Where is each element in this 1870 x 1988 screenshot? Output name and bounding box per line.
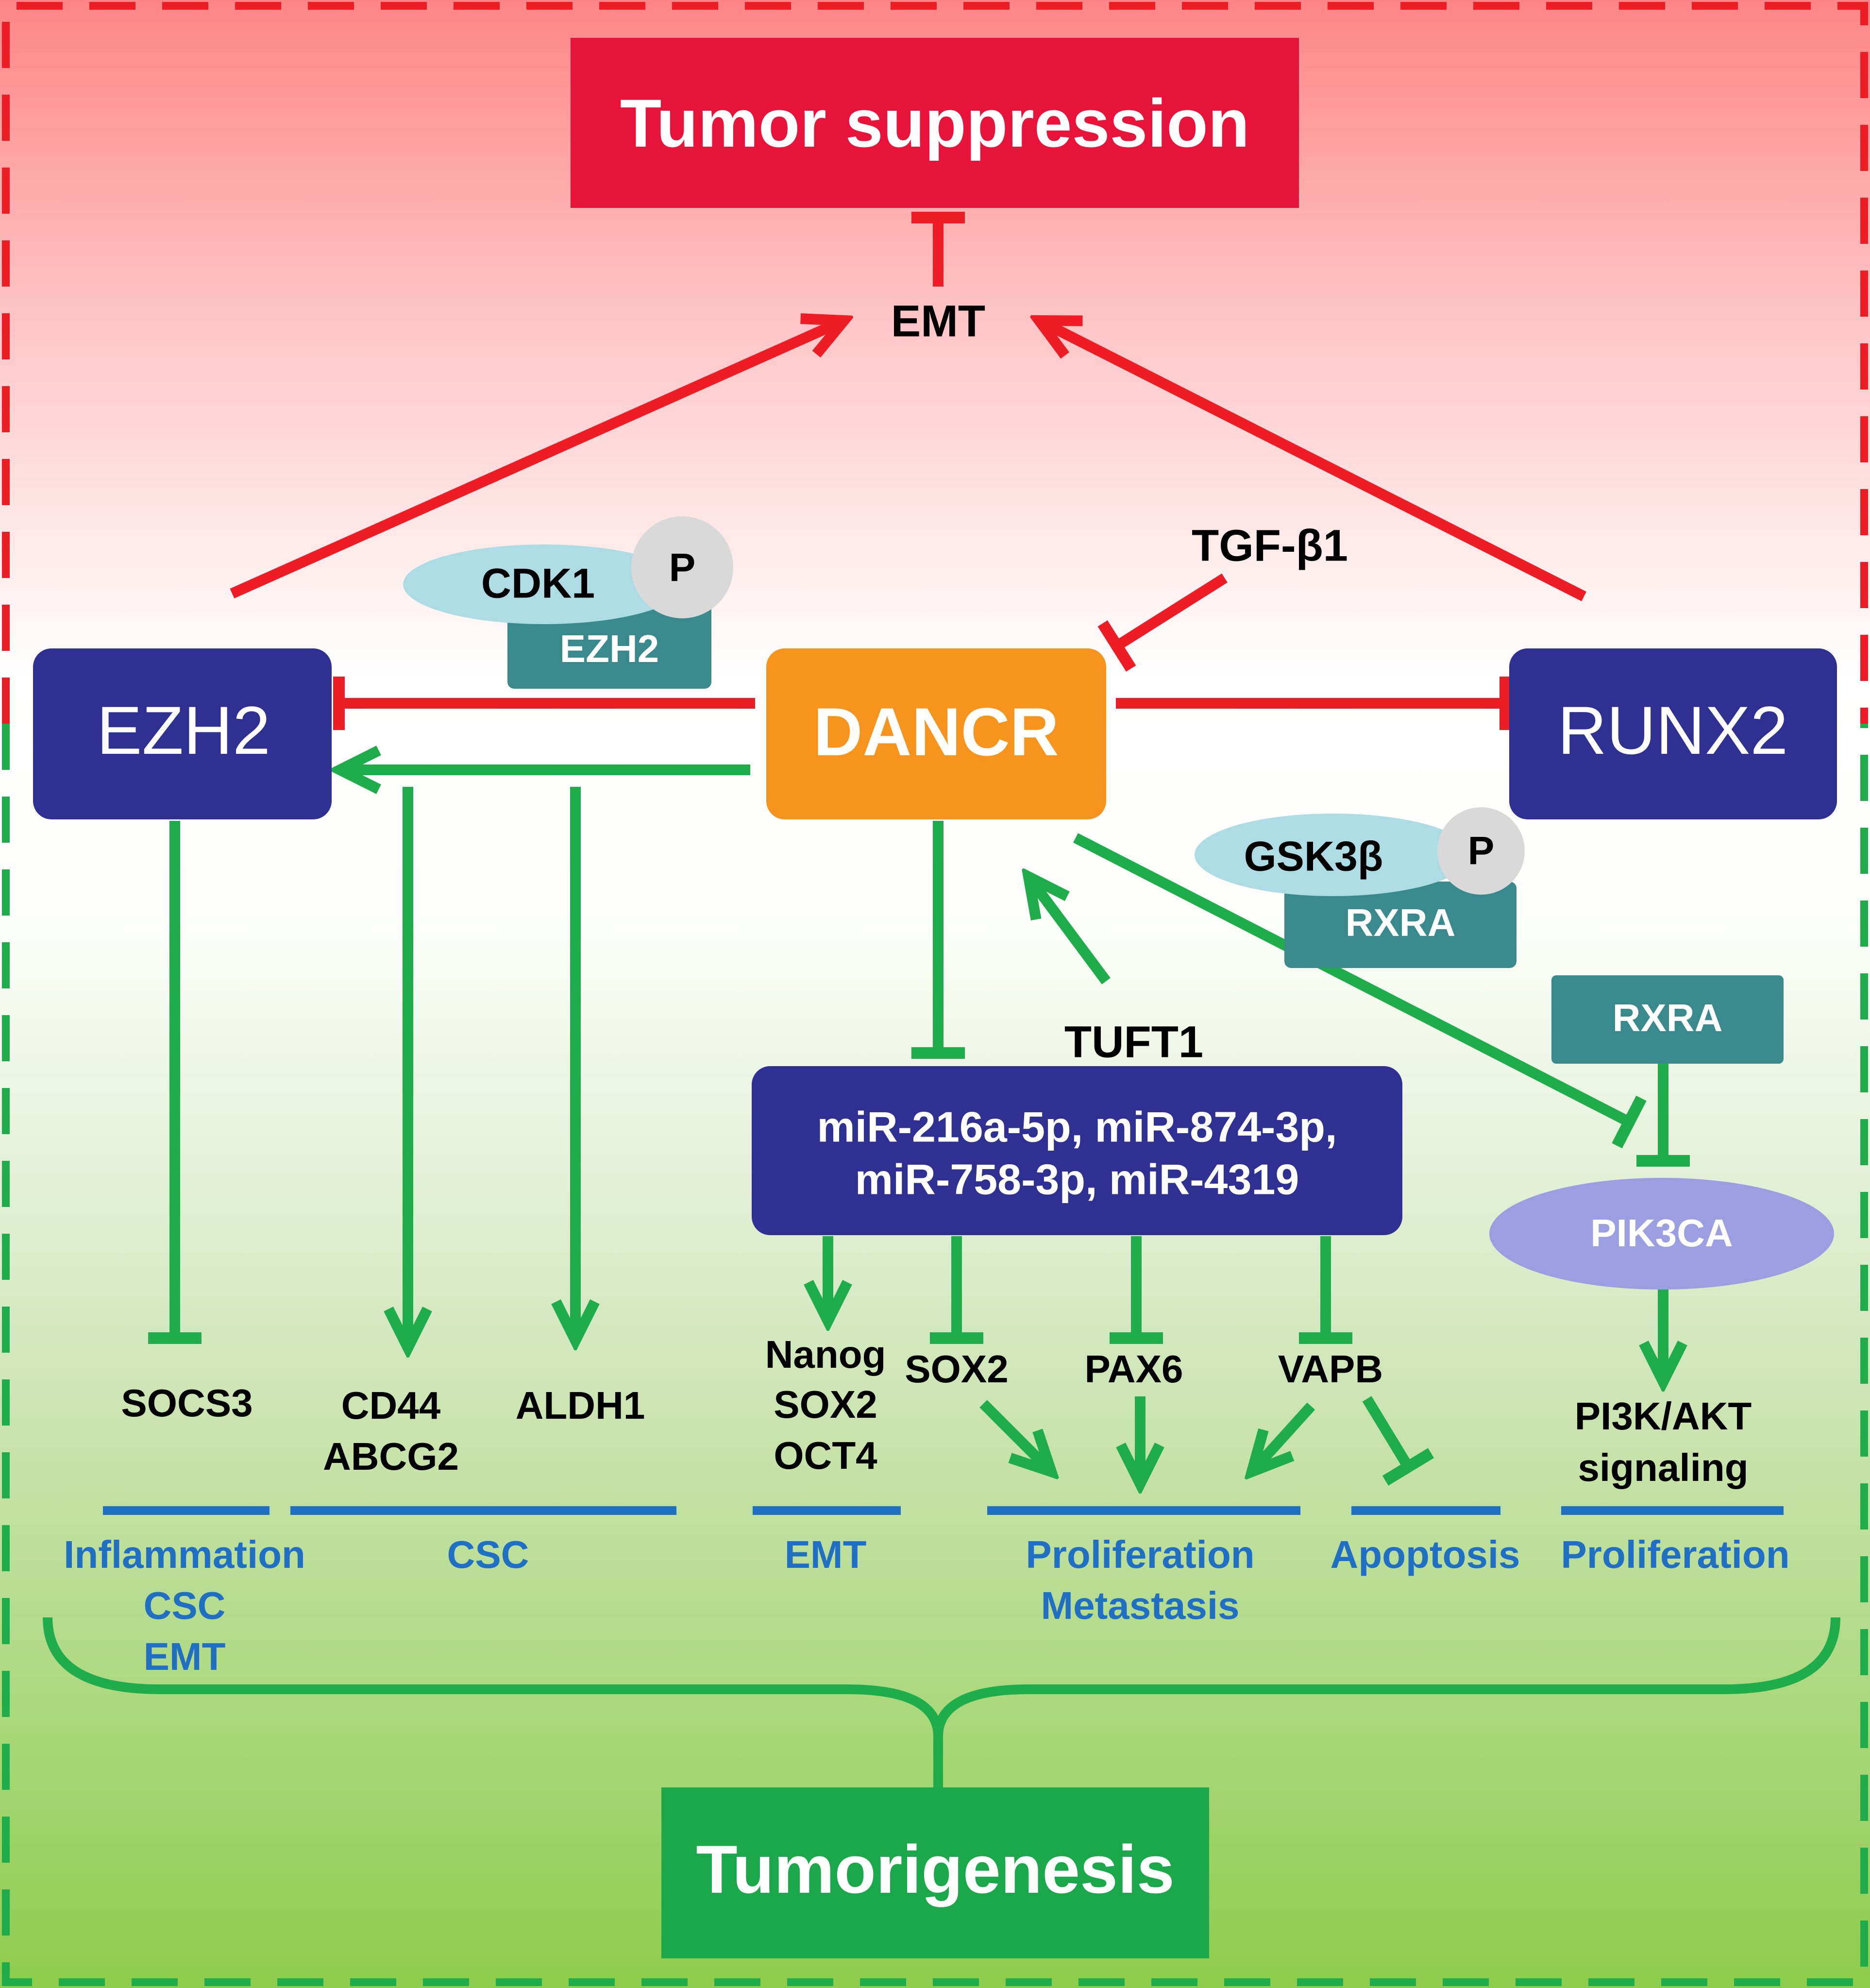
dancr-label: DANCR (813, 694, 1059, 770)
pax6-label: PAX6 (1084, 1347, 1183, 1391)
outcome-metastasis: Metastasis (1041, 1584, 1239, 1627)
gsk3b-phospho-label: P (1468, 829, 1495, 873)
tuft1-label: TUFT1 (1064, 1017, 1203, 1067)
pik3ca-label: PIK3CA (1590, 1211, 1733, 1255)
tuft1-promotes-dancr (1028, 877, 1111, 985)
aldh1-label: ALDH1 (516, 1384, 645, 1427)
cdk1-label: CDK1 (481, 561, 595, 607)
outcome-emt-2: EMT (785, 1533, 867, 1576)
tumorigenesis-box: Tumorigenesis (661, 1787, 1209, 1958)
tgfb1-label: TGF-β1 (1192, 521, 1348, 570)
mirna-line-2: miR-758-3p, miR-4319 (855, 1155, 1299, 1203)
outcome-apoptosis: Apoptosis (1330, 1533, 1520, 1576)
rxra-node: RXRA (1551, 975, 1784, 1064)
outcome-proliferation-1: Proliferation (1026, 1533, 1254, 1576)
ezh2-label: EZH2 (97, 692, 270, 768)
mirna-line-1: miR-216a-5p, miR-874-3p, (817, 1103, 1337, 1151)
tgfb1-inhibits-dancr (1097, 573, 1228, 672)
cdk1-phospho-label: P (669, 546, 696, 590)
cd44-label: CD44 (341, 1384, 441, 1427)
outcome-csc-1: CSC (144, 1584, 226, 1627)
tumor-suppression-box: Tumor suppression (571, 38, 1299, 208)
gsk3b-label: GSK3β (1244, 833, 1383, 880)
pi3k-akt-label: PI3K/AKT (1575, 1394, 1752, 1438)
green-connectors (148, 770, 1690, 1486)
ezh2-node: EZH2 (33, 648, 332, 819)
abcg2-label: ABCG2 (323, 1435, 459, 1478)
pik3ca-node: PIK3CA (1489, 1178, 1834, 1290)
tumorigenesis-title: Tumorigenesis (696, 1831, 1174, 1907)
sox2-label: SOX2 (905, 1347, 1008, 1391)
target-labels: SOCS3 CD44 ABCG2 ALDH1 Nanog SOX2 OCT4 S… (121, 1333, 1752, 1489)
vapb-promotes-proliferation (1252, 1402, 1315, 1472)
socs3-label: SOCS3 (121, 1381, 253, 1425)
red-connectors (230, 212, 1586, 730)
oct4-label: OCT4 (774, 1434, 877, 1477)
nanog-label: Nanog (765, 1333, 886, 1376)
rxra-label: RXRA (1613, 996, 1723, 1039)
tumor-suppression-title: Tumor suppression (620, 85, 1249, 161)
emt-label-top: EMT (891, 296, 985, 346)
dancr-inhibits-pik3ca (1073, 833, 1647, 1149)
outcome-inflammation: Inflammation (64, 1533, 305, 1576)
gsk3b-rxra-complex: GSK3β P RXRA (1195, 807, 1525, 968)
ezh2-promotes-emt (230, 321, 844, 599)
cdk1-ezh2-complex: CDK1 P EZH2 (403, 516, 733, 689)
sox2-promotes-proliferation (979, 1400, 1051, 1472)
runx2-promotes-emt (1039, 321, 1586, 601)
sox2-stemness-label: SOX2 (774, 1383, 877, 1426)
vapb-label: VAPB (1278, 1347, 1383, 1391)
outcome-emt-1: EMT (144, 1635, 226, 1678)
mirna-node: miR-216a-5p, miR-874-3p, miR-758-3p, miR… (752, 1066, 1402, 1235)
dancr-node: DANCR (766, 648, 1106, 819)
runx2-node: RUNX2 (1509, 648, 1837, 819)
runx2-label: RUNX2 (1558, 692, 1788, 768)
vapb-inhibits-apoptosis (1362, 1396, 1434, 1486)
outcome-proliferation-2: Proliferation (1561, 1533, 1789, 1576)
cdk1-ezh2-label: EZH2 (560, 627, 659, 670)
signaling-label: signaling (1578, 1446, 1748, 1489)
gsk3b-rxra-label: RXRA (1346, 901, 1456, 944)
outcome-labels: Inflammation CSC EMT CSC EMT Proliferati… (64, 1533, 1789, 1678)
outcome-csc-2: CSC (447, 1533, 529, 1576)
